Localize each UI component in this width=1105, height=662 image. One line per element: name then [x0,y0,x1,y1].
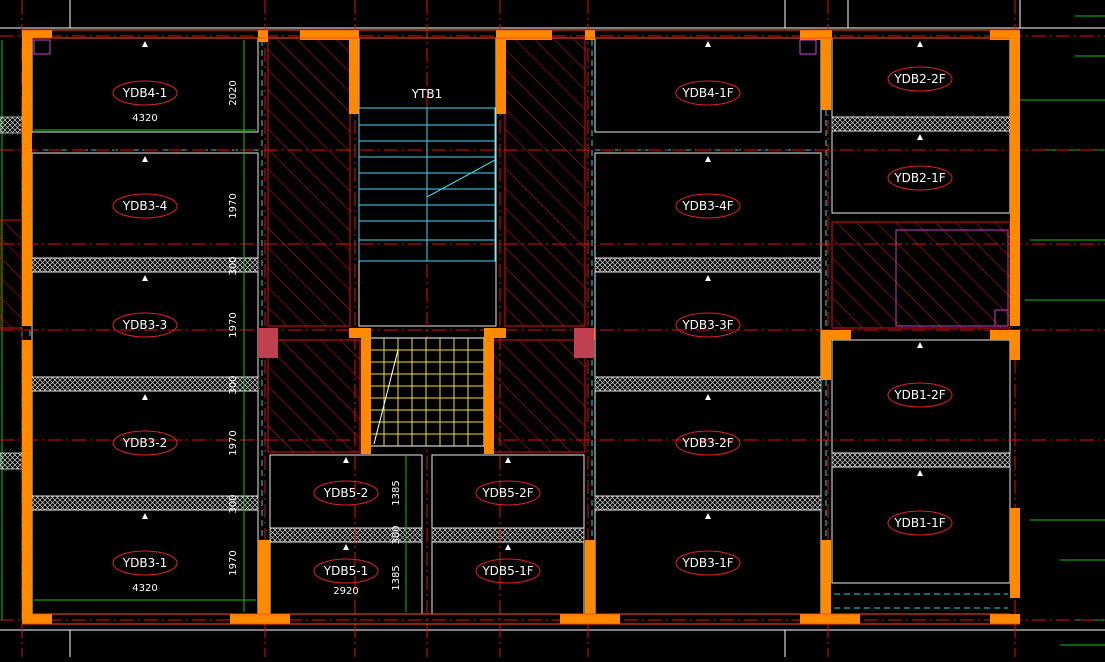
panel-label: YDB5-1 [323,564,368,578]
panel-ydb5-1f[interactable]: YDB5-1F [475,558,541,584]
panel-label: YDB3-3F [681,318,733,332]
panel-label: YDB4-1 [122,86,167,100]
dimension-ydb3-3-height: 1970 [228,312,239,337]
panel-ydb3-2f[interactable]: YDB3-2F [675,430,741,456]
dimension-texts: 4320 4320 2920 2020 1970 300 1970 300 19… [132,80,402,597]
dimension-joint-3: 300 [228,494,239,513]
dimension-ydb4-1-width: 4320 [132,113,157,124]
corner-marks [33,39,1009,327]
panel-label: YDB1-2F [893,388,945,402]
dimension-ydb3-1-width: 4320 [132,583,157,594]
panel-ydb4-1f[interactable]: YDB4-1F [675,80,741,106]
dimension-joint-1: 300 [228,256,239,275]
panel-labels: YDB4-1 YDB4-1F YDB2-2F YDB2-1F YDB3-4 YD… [112,66,953,584]
panel-ydb3-1f[interactable]: YDB3-1F [675,550,741,576]
panel-label: YDB5-2 [323,486,368,500]
dimension-ydb5-1-width: 2920 [333,586,358,597]
dimension-joint-2: 300 [228,375,239,394]
orange-walls [22,30,1020,624]
panel-ydb5-1[interactable]: YDB5-1 [313,558,379,584]
panel-label: YDB3-2 [122,436,167,450]
dimension-ydb3-4-height: 1970 [228,193,239,218]
crosshatched-joints [0,116,1011,543]
panel-label: YDB3-4 [122,199,167,213]
stair-label: YTB1 [411,87,443,101]
panel-ydb3-3f[interactable]: YDB3-3F [675,312,741,338]
dimension-ydb4-1-height: 2020 [228,80,239,105]
column-blocks [258,328,594,358]
panel-ydb5-2f[interactable]: YDB5-2F [475,480,541,506]
panel-label: YDB3-1F [681,556,733,570]
panel-ydb1-1f[interactable]: YDB1-1F [887,510,953,536]
panel-ydb3-1[interactable]: YDB3-1 [112,550,178,576]
panel-label: YDB2-1F [893,171,945,185]
dimension-ydb3-1-height: 1970 [228,550,239,575]
dimension-lines [34,40,407,612]
panel-label: YDB3-3 [122,318,167,332]
panel-label: YDB3-4F [681,199,733,213]
panel-ydb4-1[interactable]: YDB4-1 [112,80,178,106]
support-triangles [142,41,923,550]
panel-ydb2-1f[interactable]: YDB2-1F [887,165,953,191]
panel-label: YDB3-1 [122,556,167,570]
panel-ydb3-4f[interactable]: YDB3-4F [675,193,741,219]
hatched-zones [0,37,1011,453]
shaft-yellow-grid [369,337,485,447]
dimension-ydb5-joint: 300 [391,525,402,544]
panel-ydb3-3[interactable]: YDB3-3 [112,312,178,338]
panel-label: YDB1-1F [893,516,945,530]
stair-ytb1 [358,107,496,262]
panel-label: YDB3-2F [681,436,733,450]
panel-ydb5-2[interactable]: YDB5-2 [313,480,379,506]
panel-ydb2-2f[interactable]: YDB2-2F [887,66,953,92]
dimension-ydb3-2-height: 1970 [228,430,239,455]
panel-label: YDB4-1F [681,86,733,100]
panel-ydb1-2f[interactable]: YDB1-2F [887,382,953,408]
panel-label: YDB2-2F [893,72,945,86]
dimension-ydb5-1-height: 1385 [391,565,402,590]
panel-ydb3-2[interactable]: YDB3-2 [112,430,178,456]
panel-label: YDB5-1F [481,564,533,578]
panel-ydb3-4[interactable]: YDB3-4 [112,193,178,219]
wall-outlines [22,29,1020,625]
panel-label: YDB5-2F [481,486,533,500]
dimension-ydb5-2-height: 1385 [391,480,402,505]
